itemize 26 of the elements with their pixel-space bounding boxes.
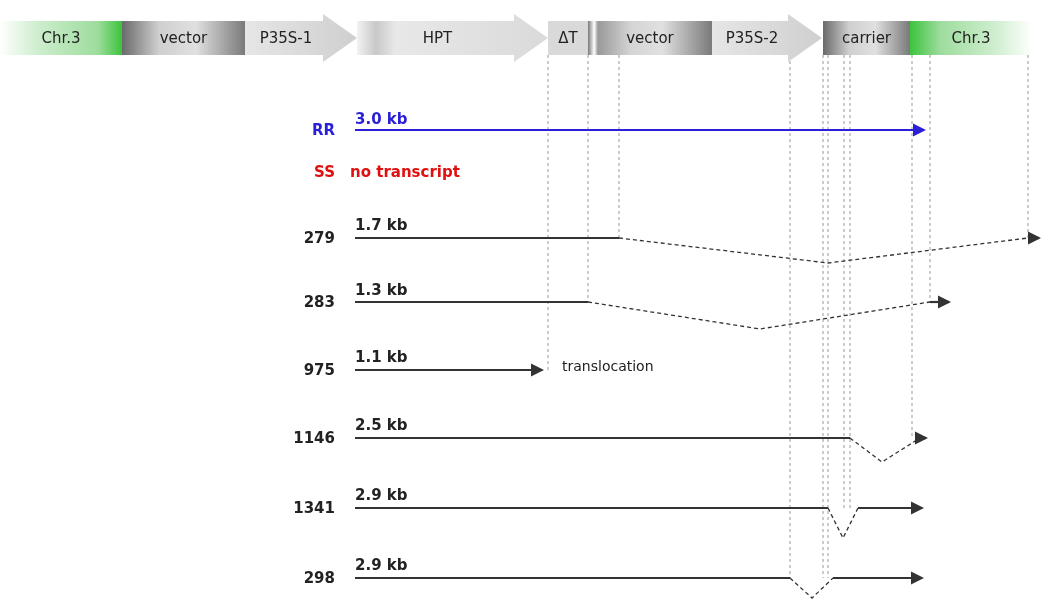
row-label: 298 bbox=[303, 569, 335, 587]
row-label: SS bbox=[314, 163, 335, 181]
size-label: 2.9 kb bbox=[355, 486, 408, 504]
row-label: 279 bbox=[303, 229, 335, 247]
chromosome-segment: Chr.3 bbox=[910, 21, 1032, 55]
gene-segment: HPT bbox=[357, 14, 548, 62]
row-label: 283 bbox=[303, 293, 335, 311]
chromosome-segment: Chr.3 bbox=[0, 21, 122, 55]
carrier-segment: carrier bbox=[823, 21, 910, 55]
row-label: RR bbox=[311, 121, 335, 139]
size-label: 1.3 kb bbox=[355, 281, 408, 299]
size-label: 2.5 kb bbox=[355, 416, 408, 434]
size-label: 3.0 kb bbox=[355, 110, 408, 128]
promoter-segment: P35S-1 bbox=[245, 14, 357, 62]
size-label: 2.9 kb bbox=[355, 556, 408, 574]
status-label: no transcript bbox=[350, 163, 460, 181]
vector-segment: vector bbox=[588, 21, 712, 55]
vector-segment: vector bbox=[122, 21, 245, 55]
size-label: 1.7 kb bbox=[355, 216, 408, 234]
row-label: 975 bbox=[303, 361, 335, 379]
row-label: 1341 bbox=[293, 499, 335, 517]
promoter-segment: P35S-2 bbox=[712, 14, 822, 62]
size-label: 1.1 kb bbox=[355, 348, 408, 366]
truncated-segment: ΔT bbox=[548, 21, 588, 55]
annotation-text: translocation bbox=[562, 358, 654, 374]
row-label: 1146 bbox=[293, 429, 335, 447]
